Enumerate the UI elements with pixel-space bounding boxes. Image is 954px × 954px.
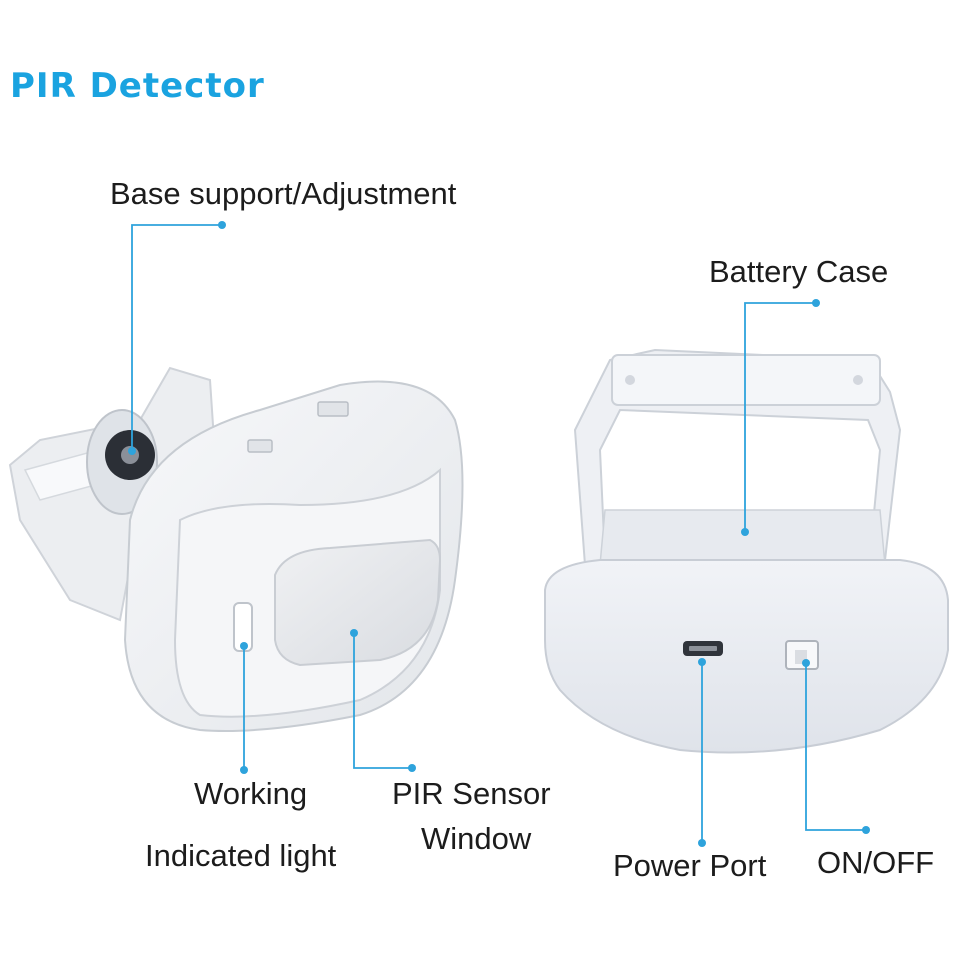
leader-battery-case bbox=[744, 302, 816, 532]
leader-base-support bbox=[131, 224, 222, 451]
label-pir-line2: Window bbox=[421, 821, 532, 856]
leader-dots bbox=[128, 221, 870, 847]
left-detector-device bbox=[8, 366, 464, 732]
pir-sensor-window bbox=[274, 538, 442, 667]
label-pir-line1: PIR Sensor bbox=[392, 776, 551, 811]
label-base-support: Base support/Adjustment bbox=[110, 176, 457, 211]
label-working-line2: Indicated light bbox=[145, 838, 337, 873]
label-power-port: Power Port bbox=[613, 848, 767, 883]
indicator-light bbox=[233, 602, 253, 652]
right-detector-device bbox=[544, 348, 949, 754]
leader-on-off bbox=[805, 663, 866, 831]
page-title: PIR Detector bbox=[10, 66, 265, 106]
label-on-off: ON/OFF bbox=[817, 845, 935, 880]
leader-lines bbox=[131, 224, 866, 843]
label-battery-case: Battery Case bbox=[709, 254, 889, 289]
label-working-line1: Working bbox=[194, 776, 308, 811]
leader-pir-window bbox=[353, 633, 412, 769]
